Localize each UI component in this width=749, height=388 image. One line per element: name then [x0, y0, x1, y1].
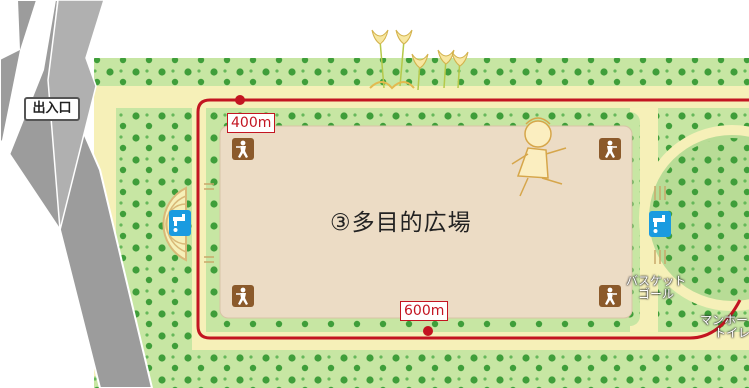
- exercise-station-icon: [599, 138, 621, 160]
- distance-400m-label: 400m: [227, 113, 276, 133]
- round-lawn-trees: [652, 138, 749, 298]
- distance-600m-label: 600m: [400, 301, 449, 321]
- basketball-goal-label: バスケット ゴール: [626, 275, 686, 301]
- marker-600m: [423, 326, 433, 336]
- marker-400m: [235, 95, 245, 105]
- running-girl-illustration-icon: [511, 117, 567, 197]
- tulip-illustration-icon: [369, 29, 469, 91]
- field-title: ③多目的広場: [330, 210, 472, 236]
- steps-right: [654, 186, 666, 264]
- toilet-label-line2: トイレ: [714, 326, 749, 340]
- entrance-label: 出入口: [24, 97, 80, 121]
- steps-left: [204, 183, 214, 263]
- water-fountain-icon: [649, 211, 671, 237]
- exercise-station-icon: [599, 285, 621, 307]
- water-fountain-icon: [169, 210, 191, 236]
- toilet-label-line1: マンホー: [700, 313, 749, 327]
- basket-label-line2: ゴール: [638, 287, 675, 301]
- basket-label-line1: バスケット: [626, 274, 687, 288]
- running-course: [196, 98, 749, 340]
- manhole-toilet-label: マンホー トイレ: [700, 314, 749, 340]
- exercise-station-icon: [232, 138, 254, 160]
- exercise-station-icon: [232, 285, 254, 307]
